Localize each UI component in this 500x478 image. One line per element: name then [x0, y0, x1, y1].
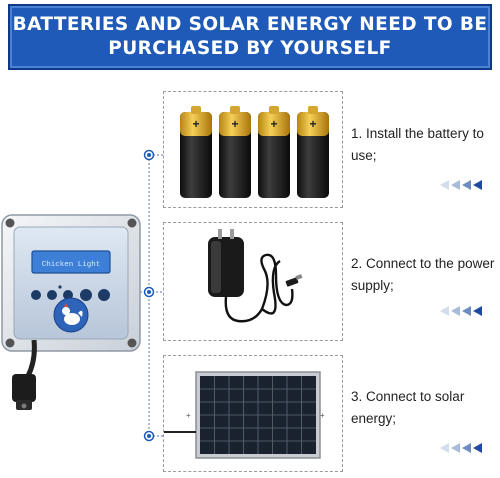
step-2-line-1: 2. Connect to the power: [351, 256, 495, 271]
banner-line-1: BATTERIES AND SOLAR ENERGY NEED TO BE: [12, 14, 488, 35]
triangle-arrows-icon: [440, 443, 482, 453]
step-1-line-2: use;: [351, 148, 377, 163]
triangle-arrows-icon: [440, 306, 482, 316]
step-2-text: 2. Connect to the power supply;: [351, 253, 499, 297]
svg-text:+: +: [186, 411, 191, 420]
banner-line-2: PURCHASED BY YOURSELF: [108, 38, 392, 59]
svg-text:+: +: [320, 411, 325, 420]
dc-cable-plug: [12, 340, 37, 410]
svg-text:+: +: [270, 117, 277, 131]
step-1-line-1: 1. Install the battery to: [351, 126, 484, 141]
svg-text:+: +: [309, 117, 316, 131]
power-adapter-panel: [163, 222, 343, 341]
connector-node-2: [143, 286, 155, 298]
door-controller: Chicken Light: [1, 214, 141, 352]
step-2-line-2: supply;: [351, 278, 394, 293]
chicken-logo-icon: [62, 303, 83, 325]
connector-node-1: [143, 149, 155, 161]
lcd-display-text: Chicken Light: [42, 261, 101, 269]
step-3-line-2: energy;: [351, 411, 397, 426]
solar-panel-icon: + +: [164, 371, 325, 459]
battery-icon: + + + +: [180, 106, 329, 198]
step-3-text: 3. Connect to solar energy;: [351, 386, 499, 430]
svg-text:+: +: [192, 117, 199, 131]
header-banner: BATTERIES AND SOLAR ENERGY NEED TO BE PU…: [8, 4, 492, 70]
triangle-arrows-icon: [440, 180, 482, 190]
step-1-text: 1. Install the battery to use;: [351, 123, 499, 167]
svg-text:+: +: [231, 117, 238, 131]
solar-panel-panel: + +: [163, 355, 343, 472]
power-adapter-icon: [208, 229, 303, 323]
connector-node-3: [143, 430, 155, 442]
batteries-panel: + + + +: [163, 91, 343, 208]
step-3-line-1: 3. Connect to solar: [351, 389, 465, 404]
